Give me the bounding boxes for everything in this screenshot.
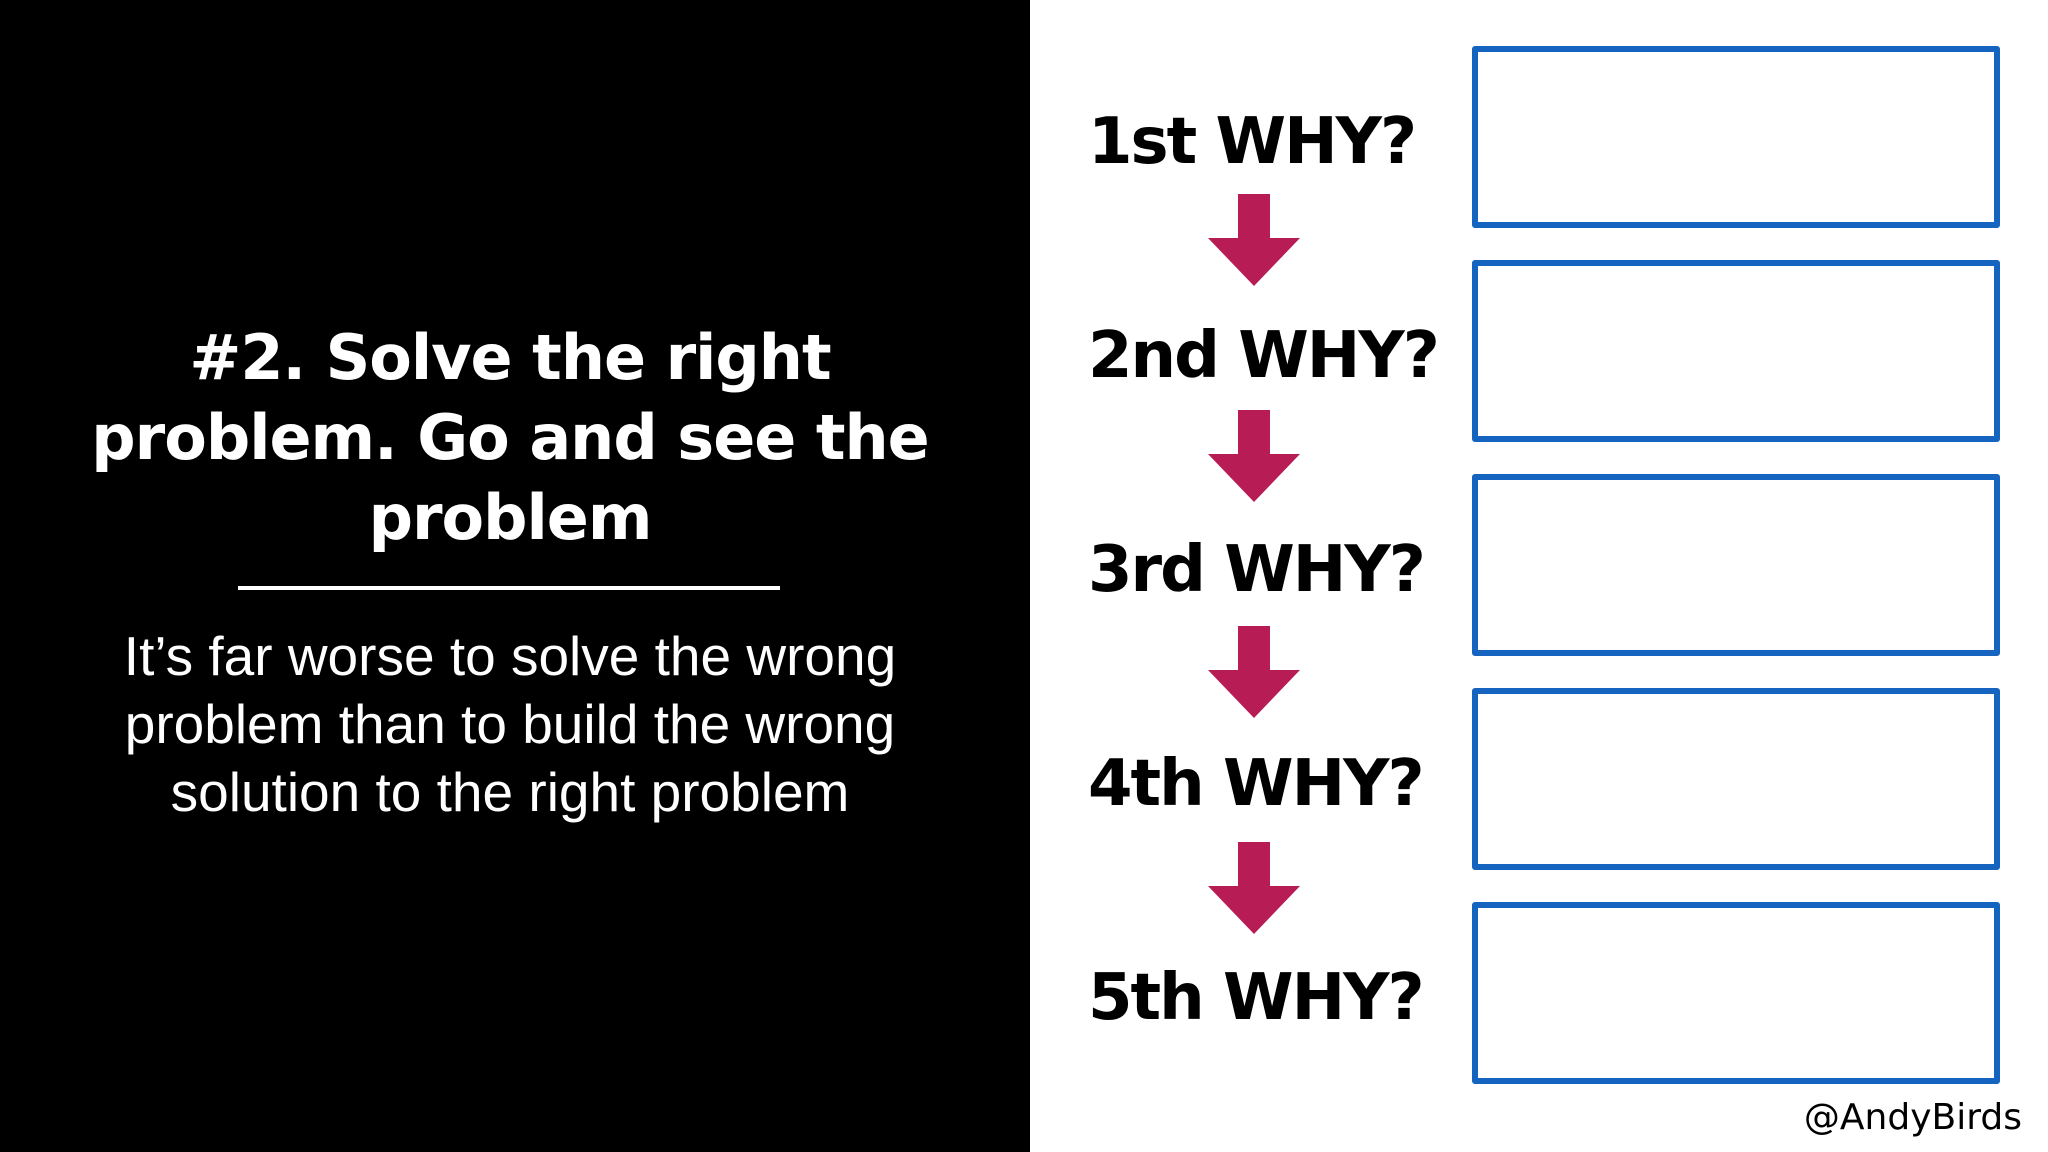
author-handle: @AndyBirds (1803, 1097, 2022, 1138)
why-label-5: 5th WHY? (1088, 961, 1425, 1035)
why-answer-box-5 (1472, 902, 2000, 1084)
why-answer-box-3 (1472, 474, 2000, 656)
arrow-down-icon (1208, 626, 1300, 718)
arrow-down-icon (1208, 842, 1300, 934)
why-answer-box-1 (1472, 46, 2000, 228)
divider (238, 586, 780, 590)
headline: #2. Solve the right problem. Go and see … (91, 321, 929, 554)
why-answer-box-4 (1472, 688, 2000, 870)
why-label-4: 4th WHY? (1088, 747, 1425, 821)
arrow-down-icon (1208, 194, 1300, 286)
arrow-down-icon (1208, 410, 1300, 502)
why-label-2: 2nd WHY? (1088, 319, 1440, 393)
left-panel: #2. Solve the right problem. Go and see … (0, 0, 1030, 1152)
subtitle: It’s far worse to solve the wrong proble… (123, 625, 897, 823)
why-label-1: 1st WHY? (1088, 105, 1417, 179)
why-answer-box-2 (1472, 260, 2000, 442)
why-label-3: 3rd WHY? (1088, 533, 1426, 607)
